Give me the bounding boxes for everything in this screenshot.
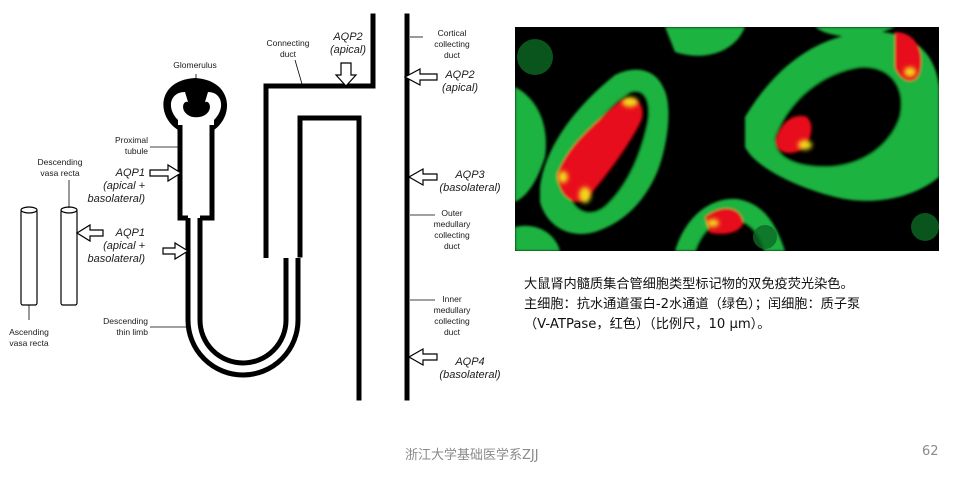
nephron-diagram: Glomerulus Connecting duct AQP2 (apical)… xyxy=(0,0,510,405)
ascending-vasa-recta-label: Ascending xyxy=(9,327,49,337)
collecting-duct xyxy=(266,16,407,398)
aqp2-top-label: AQP2 xyxy=(332,31,362,43)
figure-caption: 大鼠肾内髓质集合管细胞类型标记物的双免疫荧光染色。 主细胞：抗水通道蛋白-2水通… xyxy=(524,275,954,335)
descending-thin-limb-label-2: thin limb xyxy=(116,327,148,337)
aqp1-vasa-sub: (apical + xyxy=(103,240,145,252)
connecting-duct-label-2: duct xyxy=(280,49,297,59)
ascending-vasa-recta-label-2: vasa recta xyxy=(9,338,48,348)
inner-medullary-label-2: medullary xyxy=(434,305,472,315)
page-number: 62 xyxy=(922,444,939,459)
descending-vasa-recta-label-2: vasa recta xyxy=(40,168,79,178)
outer-medullary-label: Outer xyxy=(441,208,462,218)
inner-medullary-label-4: duct xyxy=(444,327,461,337)
fluorescence-micrograph xyxy=(515,27,939,251)
descending-thin-limb-label: Descending xyxy=(103,316,148,326)
cortical-collecting-duct-label-2: collecting xyxy=(434,39,470,49)
cortical-collecting-duct-label-3: duct xyxy=(444,50,461,60)
descending-vasa-recta xyxy=(61,207,77,305)
aqp1-proximal-label: AQP1 xyxy=(115,167,145,179)
aqp4-sub: (basolateral) xyxy=(439,369,500,381)
caption-line-3: （V-ATPase，红色）（比例尺，10 µm）。 xyxy=(524,315,954,335)
slide-footer: 浙江大学基础医学系ZJJ 62 xyxy=(0,444,965,464)
proximal-tubule-label: Proximal xyxy=(115,135,148,145)
aqp4-label: AQP4 xyxy=(454,356,484,368)
descending-vasa-recta-label: Descending xyxy=(38,157,83,167)
aqp2-right-sub: (apical) xyxy=(442,82,478,94)
connecting-duct-label: Connecting xyxy=(266,38,309,48)
aqp1-proximal-sub-2: basolateral) xyxy=(88,193,146,205)
outer-medullary-label-3: collecting xyxy=(434,230,470,240)
inner-medullary-label-3: collecting xyxy=(434,316,470,326)
aqp2-top-sub: (apical) xyxy=(330,44,366,56)
caption-line-1: 大鼠肾内髓质集合管细胞类型标记物的双免疫荧光染色。 xyxy=(524,275,954,295)
inner-medullary-label: Inner xyxy=(442,294,462,304)
proximal-tubule xyxy=(180,125,212,218)
department-name: 浙江大学基础医学系ZJJ xyxy=(405,444,539,463)
loop-of-henle xyxy=(188,218,298,375)
glomerulus-label: Glomerulus xyxy=(173,60,216,70)
aqp1-vasa-sub-2: basolateral) xyxy=(88,253,146,265)
proximal-tubule-label-2: tubule xyxy=(125,146,148,156)
aqp3-label: AQP3 xyxy=(454,169,485,181)
cortical-collecting-duct-label: Cortical xyxy=(438,28,467,38)
aqp1-vasa-label: AQP1 xyxy=(115,227,145,239)
caption-line-2: 主细胞：抗水通道蛋白-2水通道（绿色）；闰细胞：质子泵 xyxy=(524,295,954,315)
ascending-vasa-recta xyxy=(21,207,37,305)
aqp2-right-label: AQP2 xyxy=(444,69,474,81)
outer-medullary-label-2: medullary xyxy=(434,219,472,229)
glomerulus-shape xyxy=(163,78,227,130)
outer-medullary-label-4: duct xyxy=(444,241,461,251)
aqp1-proximal-sub: (apical + xyxy=(103,180,145,192)
aqp3-sub: (basolateral) xyxy=(439,182,500,194)
